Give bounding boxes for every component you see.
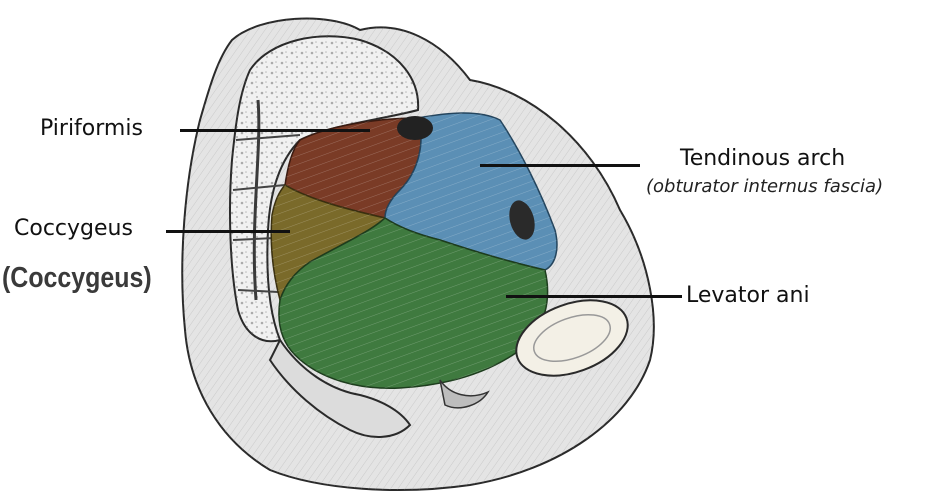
vertebra-divider: [232, 184, 286, 191]
sciatic-opening: [397, 116, 433, 140]
coccygeus-label: Coccygeus: [14, 216, 133, 241]
pubic-symphysis-inner: [533, 314, 611, 362]
levator-ani-leader-line: [506, 295, 682, 298]
piriformis-label: Piriformis: [40, 116, 143, 141]
sacrum-texture: [230, 36, 419, 342]
coccygeus-emphasis-label: (Coccygeus): [2, 262, 152, 294]
vertebra-divider: [235, 134, 301, 141]
pubic-symphysis: [515, 299, 629, 377]
obturator-foramen: [509, 200, 535, 240]
tendinous-arch-subtitle: (obturator internus fascia): [646, 176, 884, 197]
anal-canal: [439, 379, 490, 409]
spinal-canal: [252, 99, 261, 301]
coccyx-bone: [268, 338, 412, 438]
piriformis-fibers: [285, 118, 421, 218]
tendinous-arch-leader-line: [480, 164, 640, 167]
tendinous-arch-label: Tendinous arch: [680, 146, 846, 171]
piriformis-leader-line: [180, 129, 370, 132]
vertebra-divider: [237, 289, 279, 293]
coccygeus-fibers: [271, 185, 385, 300]
levator-ani-fibers: [278, 218, 548, 389]
vertebra-divider: [232, 237, 276, 241]
levator-ani-label: Levator ani: [686, 283, 810, 308]
coccygeus-leader-line: [166, 230, 290, 233]
